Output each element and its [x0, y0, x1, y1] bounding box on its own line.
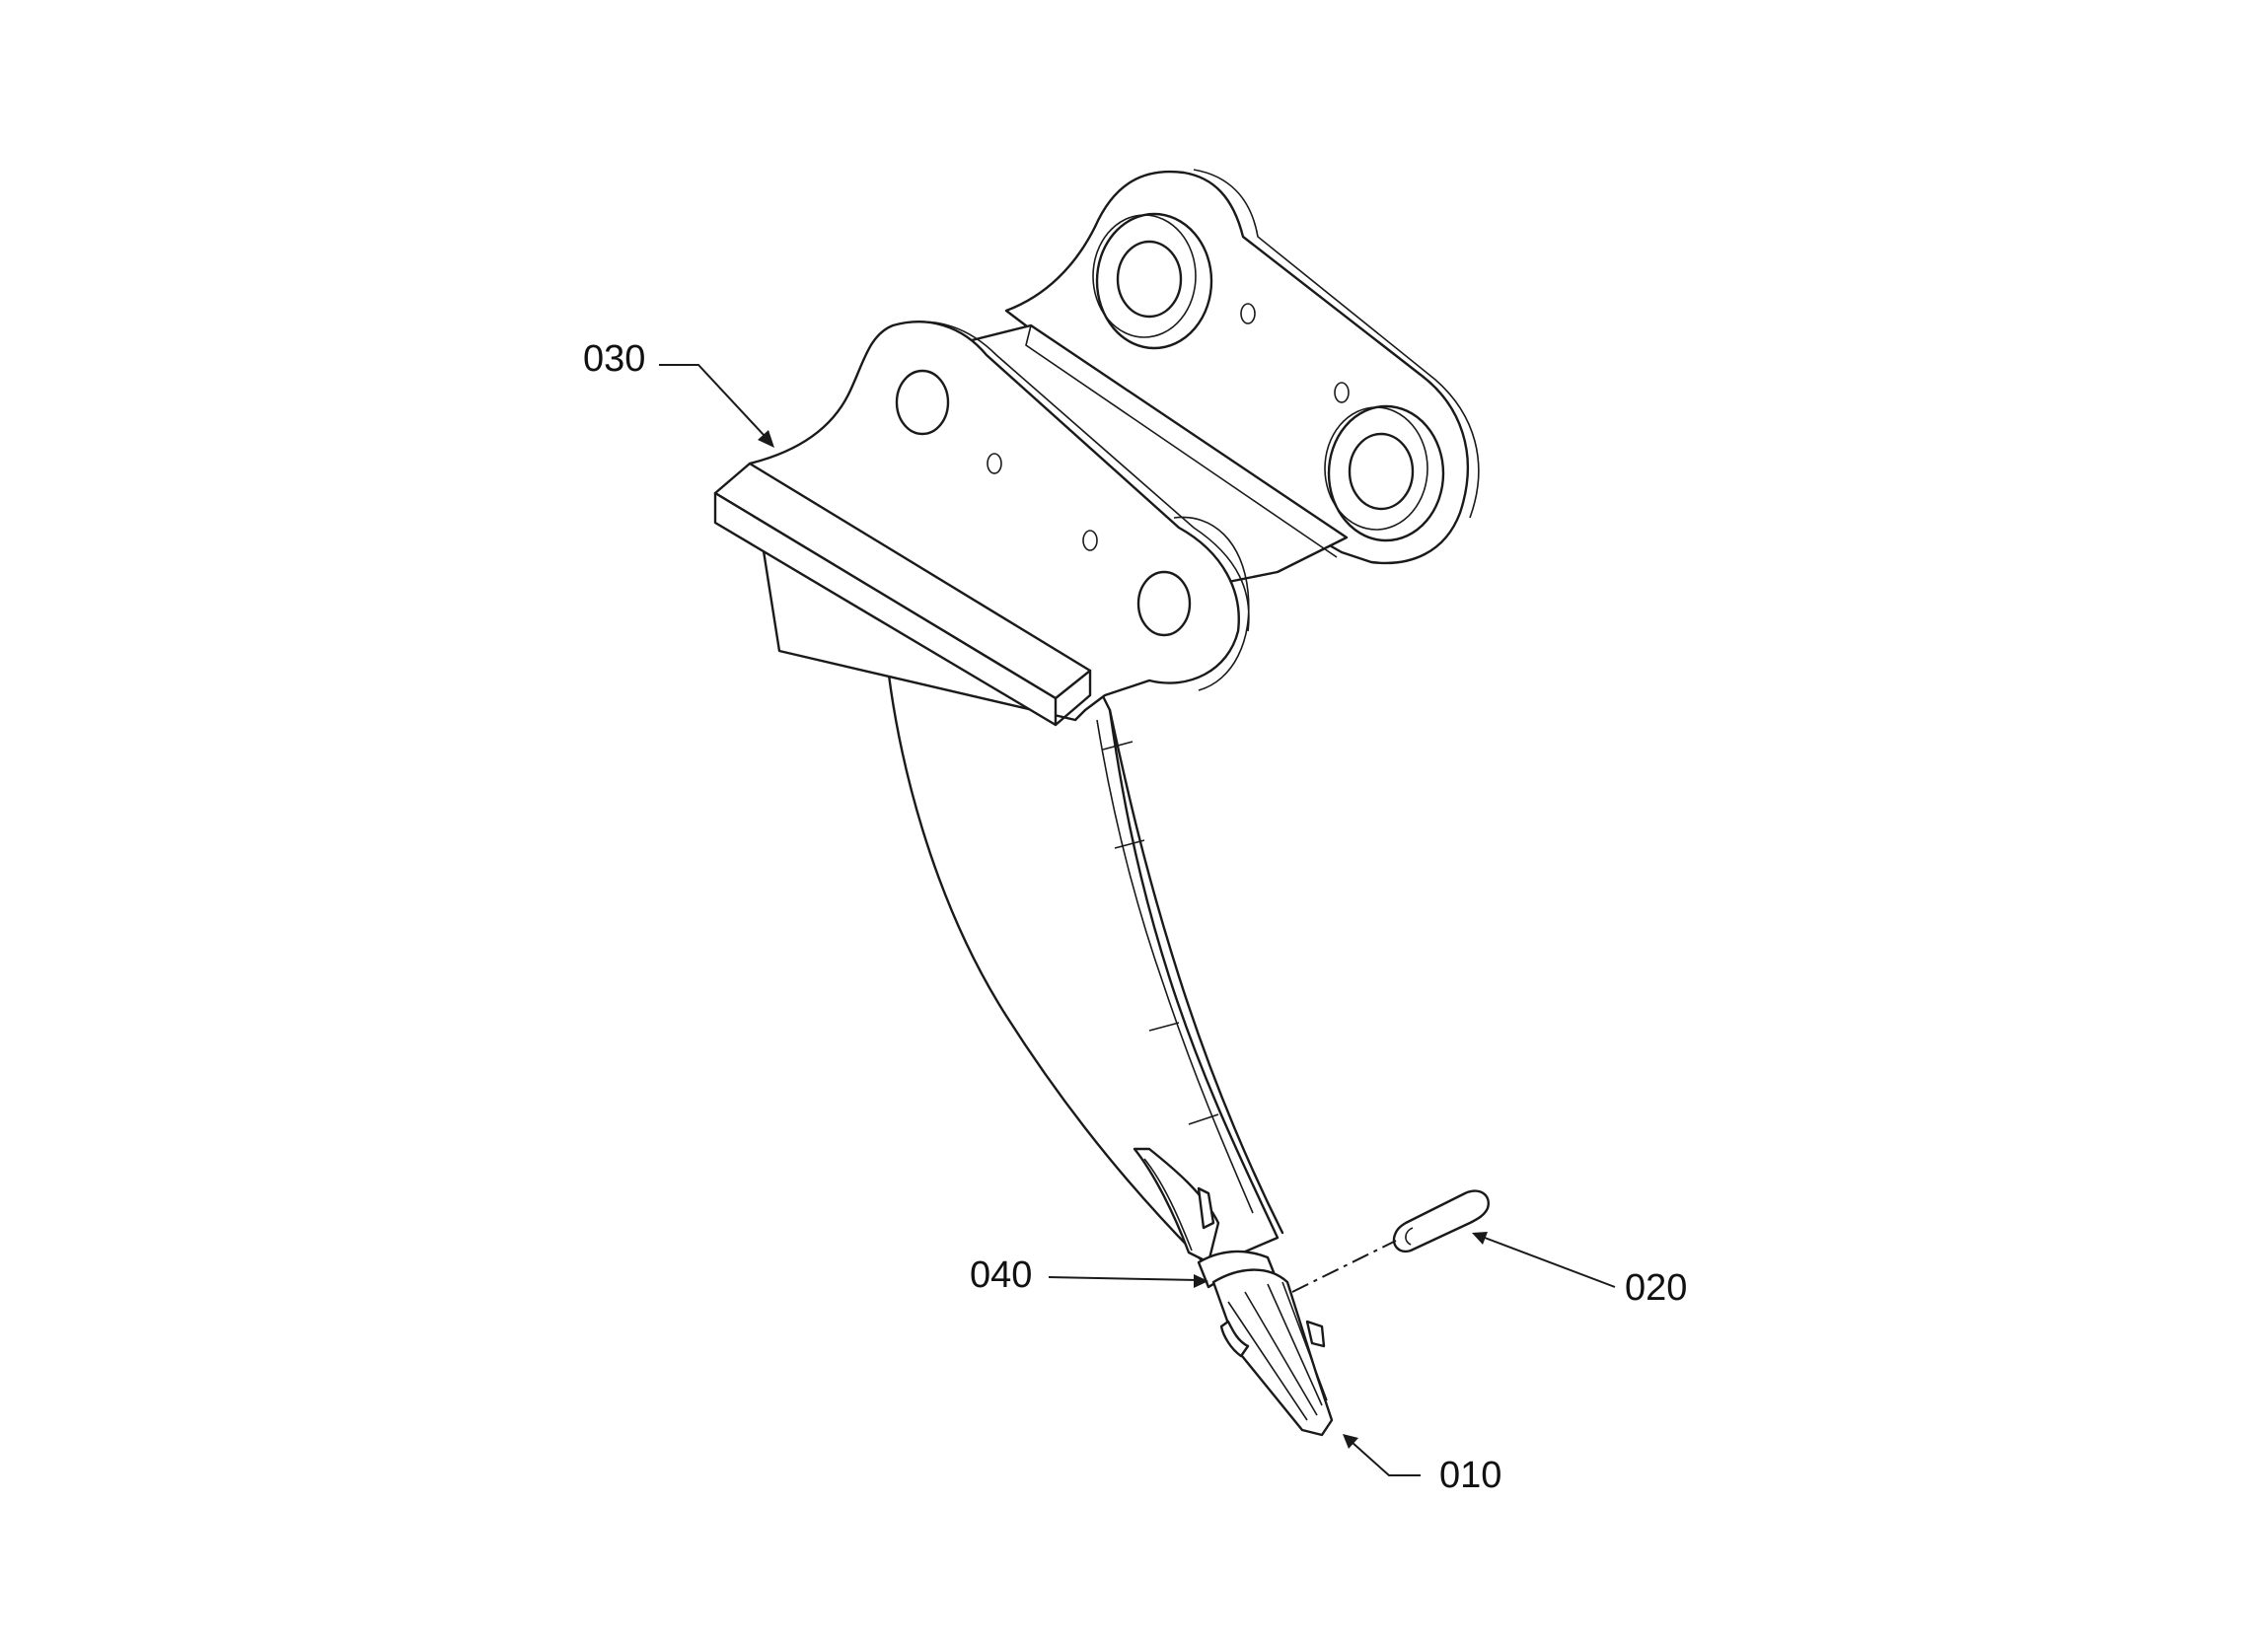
- leader-020: [1472, 1232, 1616, 1288]
- shank-front-edge: [1108, 708, 1284, 1235]
- rear-side-plate-edge: [1193, 169, 1480, 519]
- callout-010: 010: [1439, 1455, 1501, 1496]
- rear-upper-bushing: [1092, 212, 1213, 350]
- leader-030: [659, 364, 774, 448]
- front-side-plate-edge: [892, 321, 1250, 632]
- pin-axis-line: [1291, 1240, 1397, 1293]
- callout-020: 020: [1625, 1267, 1687, 1309]
- leader-040: [1048, 1274, 1208, 1288]
- cross-web-edge: [1025, 324, 1338, 558]
- shank-edge-line: [1096, 719, 1254, 1214]
- rear-small-hole-2: [1334, 382, 1350, 403]
- front-small-hole-1: [987, 453, 1002, 474]
- tooth-tip-010: [1211, 1268, 1334, 1437]
- front-lower-hole: [1136, 570, 1192, 637]
- rear-lower-bushing: [1324, 404, 1445, 542]
- rear-small-hole-1: [1240, 303, 1256, 324]
- front-small-hole-2: [1082, 530, 1098, 551]
- front-side-plate: [748, 321, 1240, 722]
- retaining-pin-020: [1392, 1189, 1490, 1253]
- ripper-shank-assembly: [713, 169, 1480, 1269]
- callout-040: 040: [970, 1254, 1032, 1296]
- front-upper-hole: [895, 369, 950, 436]
- callout-030: 030: [583, 338, 645, 380]
- leader-010: [1343, 1434, 1421, 1476]
